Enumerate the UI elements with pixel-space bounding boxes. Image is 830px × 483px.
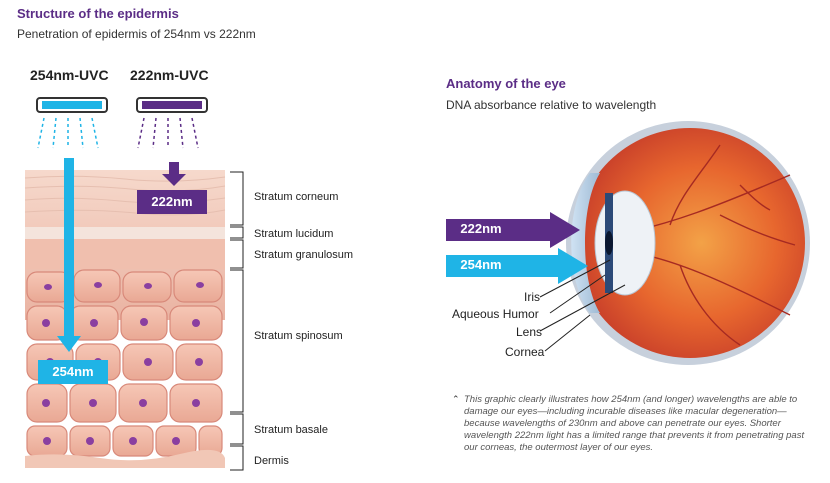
epidermis-title: Structure of the epidermis <box>17 6 179 21</box>
label-aqueous-humor: Aqueous Humor <box>452 307 539 321</box>
lamp-222-label: 222nm-UVC <box>130 67 209 83</box>
eye-title: Anatomy of the eye <box>446 76 566 91</box>
lamp-222 <box>136 97 208 113</box>
layer-spinosum: Stratum spinosum <box>254 330 343 342</box>
label-cornea: Cornea <box>505 345 545 359</box>
tag-254-eye: 254nm <box>460 257 502 272</box>
layer-dermis: Dermis <box>254 455 289 467</box>
tag-254-epidermis: 254nm <box>38 360 108 384</box>
eye-subtitle: DNA absorbance relative to wavelength <box>446 98 657 112</box>
tag-222-epidermis: 222nm <box>137 190 207 214</box>
lamp-254 <box>36 97 108 113</box>
lamp-254-label: 254nm-UVC <box>30 67 109 83</box>
eye-diagram <box>446 121 810 365</box>
epidermis-diagram <box>24 97 244 471</box>
label-lens: Lens <box>516 325 543 339</box>
label-iris: Iris <box>524 290 540 304</box>
epidermis-subtitle: Penetration of epidermis of 254nm vs 222… <box>17 27 256 41</box>
layer-corneum: Stratum corneum <box>254 191 339 203</box>
layer-granulosum: Stratum granulosum <box>254 249 354 261</box>
layer-lucidum: Stratum lucidum <box>254 228 334 240</box>
caption-chevron-icon[interactable]: ⌃ <box>452 394 460 404</box>
eye-caption: This graphic clearly illustrates how 254… <box>464 394 805 453</box>
layer-basale: Stratum basale <box>254 424 328 436</box>
tag-222-eye: 222nm <box>460 221 502 236</box>
